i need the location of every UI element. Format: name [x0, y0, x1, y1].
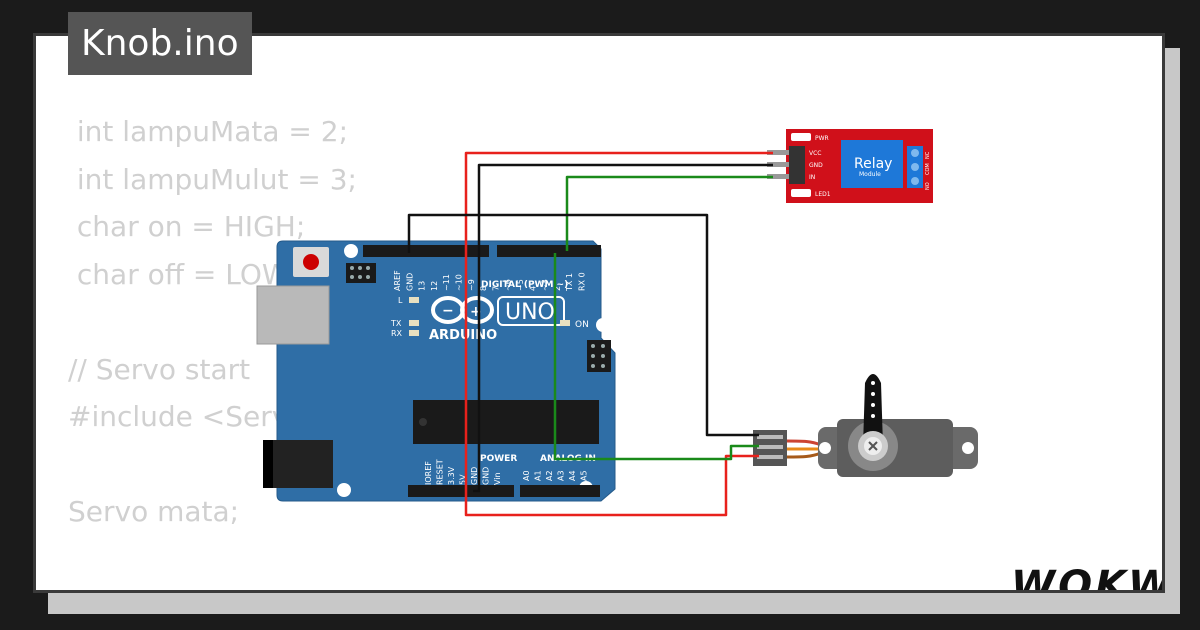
code-line: char on = HIGH; [68, 210, 306, 243]
led-l-label: L [398, 296, 403, 305]
code-line: // Servo start [68, 352, 251, 386]
pin-label: 8 [479, 286, 488, 291]
svg-text:Module: Module [859, 171, 881, 178]
digital-header-left [363, 245, 489, 257]
wire-signal-green [553, 253, 759, 461]
svg-text:COM: COM [925, 163, 931, 175]
pin-label: RESET [436, 459, 445, 485]
arduino-uno-board[interactable]: − + ARDUINO UNO DIGITAL (PWM ~) POWER AN… [256, 240, 616, 502]
wire-gnd-black-servo [407, 213, 759, 437]
svg-text:LED1: LED1 [815, 191, 831, 198]
pin-label: Vin [493, 472, 502, 485]
led-on-label: ON [575, 320, 589, 330]
code-line: int lampuMulut = 3; [68, 162, 357, 196]
pin-label: ~5 [516, 279, 525, 291]
servo-motor[interactable] [753, 374, 978, 477]
pin-label: RX 0 [578, 272, 587, 291]
digital-header-label: DIGITAL (PWM ~) [481, 280, 568, 290]
preview-card[interactable]: int lampuMata = 2; int lampuMulut = 3; c… [33, 33, 1165, 593]
svg-text:VCC: VCC [809, 150, 821, 157]
svg-text:NO: NO [925, 182, 931, 190]
pin-label: GND [405, 273, 414, 291]
led-tx-label: TX [390, 319, 402, 328]
pin-label: GND [482, 467, 491, 485]
digital-header-right [497, 245, 601, 257]
analog-header [520, 485, 600, 497]
power-jack [263, 440, 333, 488]
pin-label: ~11 [442, 274, 451, 291]
svg-text:+: + [470, 304, 482, 320]
pin-label: ~10 [455, 274, 464, 291]
code-line: int lampuMata = 2; [68, 115, 348, 148]
wire-gnd-black [473, 163, 773, 493]
pin-label: ~3 [541, 279, 550, 291]
svg-text:PWR: PWR [815, 135, 829, 142]
pin-label: A3 [557, 470, 566, 481]
pin-label: A5 [580, 470, 589, 481]
svg-text:NC: NC [925, 151, 931, 159]
svg-text:GND: GND [809, 162, 823, 169]
wokwi-logo: WOKWI [1011, 563, 1162, 593]
pin-label: A2 [545, 470, 554, 481]
project-title[interactable]: Knob.ino [68, 12, 252, 75]
pin-label: IOREF [424, 461, 433, 485]
atmega-chip [413, 400, 599, 444]
arduino-logo-text: ARDUINO [429, 328, 497, 343]
code-line: Servo mata; [68, 495, 240, 528]
pin-label: ~9 [467, 279, 476, 291]
code-background: int lampuMata = 2; int lampuMulut = 3; c… [68, 108, 803, 590]
pin-label: 2 [553, 286, 562, 291]
relay-label: Relay [854, 156, 892, 172]
usb-connector [256, 285, 330, 345]
pin-label: 12 [430, 281, 439, 291]
pin-label: A0 [522, 470, 531, 481]
pin-label: 3.3V [447, 466, 456, 485]
power-header [408, 485, 514, 497]
svg-text:−: − [442, 303, 454, 319]
pin-label: 4 [528, 286, 537, 291]
pin-label: 13 [418, 281, 427, 291]
pin-label: ~6 [504, 279, 513, 291]
wire-in-green [565, 175, 773, 251]
pin-label: GND [470, 467, 479, 485]
circuit-diagram[interactable]: − + ARDUINO UNO DIGITAL (PWM ~) POWER AN… [36, 36, 1165, 593]
svg-text:IN: IN [809, 174, 815, 181]
pin-label: 5V [459, 474, 468, 485]
pin-label: A1 [534, 470, 543, 481]
pin-label: A4 [568, 470, 577, 481]
power-header-label: POWER [480, 454, 517, 464]
led-rx-label: RX [391, 329, 403, 338]
pin-label: AREF [393, 270, 402, 291]
uno-label: UNO [505, 300, 555, 325]
wires[interactable] [407, 151, 773, 517]
pin-label: 7 [491, 286, 500, 291]
arduino-logo-icon: − + [431, 296, 494, 324]
relay-module[interactable]: PWR LED1 VCC GND IN Relay Module NO COM … [767, 129, 933, 203]
pin-label: TX 1 [565, 273, 574, 292]
